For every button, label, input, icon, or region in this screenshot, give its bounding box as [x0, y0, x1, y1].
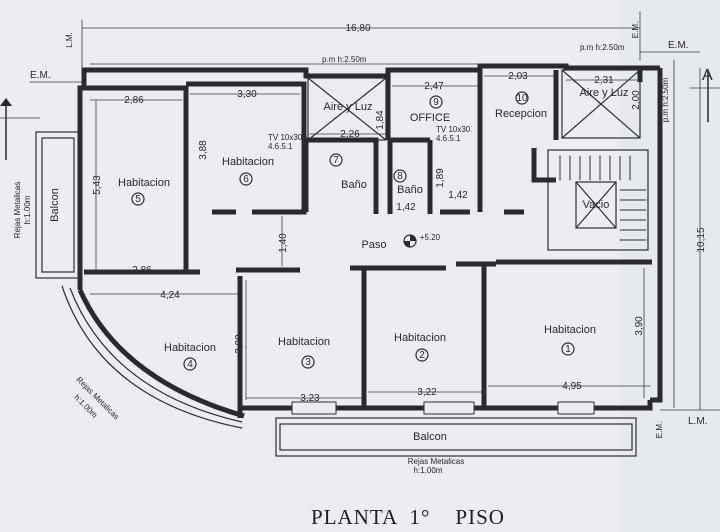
dim-2-00: 2,00	[631, 90, 642, 110]
dim-2-26: 2,26	[340, 129, 360, 140]
paso-label: Paso	[361, 239, 386, 251]
section-mark-right-label: A	[702, 67, 713, 84]
room-7-number: 7	[333, 155, 339, 166]
room-5-number: 5	[135, 194, 141, 205]
em-label-left: E.M.	[30, 70, 51, 81]
room-2: Habitacion 2	[394, 332, 446, 362]
plan-title: PLANTA 1° PISO	[311, 505, 505, 529]
room-8-number: 8	[397, 171, 403, 182]
room-9: 9 OFFICE	[410, 95, 450, 124]
lm-label-right: L.M.	[688, 416, 707, 427]
dim-3-88: 3,88	[198, 140, 209, 160]
room-10-number: 10	[516, 93, 528, 104]
rejas-bottom-height: h:1.00m	[414, 466, 443, 475]
tv-label-2: TV 10x30	[436, 125, 471, 134]
aire-luz-label-2: Aire y Luz	[580, 87, 629, 99]
vacio-void	[575, 181, 617, 229]
room-3: Habitacion 3	[278, 336, 330, 369]
room-4-number: 4	[187, 359, 193, 370]
em-label-right: E.M.	[668, 40, 689, 51]
dim-1-42-a: 1,42	[396, 202, 416, 213]
dim-1-84: 1,84	[375, 110, 386, 130]
paper-shadow	[620, 0, 720, 532]
balcony-left: Balcon	[35, 131, 81, 279]
room-10: 10 Recepcion	[495, 91, 547, 120]
side-dimension-label: 10,15	[696, 227, 707, 252]
dim-5-43: 5,43	[92, 175, 103, 195]
dim-3-22: 3,22	[417, 387, 437, 398]
paso-level-label: +5.20	[420, 233, 441, 242]
room-10-label: Recepcion	[495, 108, 547, 120]
room-1: Habitacion 1	[544, 324, 596, 356]
dim-2-47: 2,47	[424, 81, 444, 92]
dim-3-23: 3,23	[300, 393, 320, 404]
dim-2-31: 2,31	[594, 75, 614, 86]
bottom-windows	[291, 401, 595, 415]
dimension-labels: 2,86 3,30 2,26 1,84 2,47 2,03 2,31 2,00 …	[88, 71, 650, 404]
tv-code-1: 4.6.5.1	[268, 142, 293, 151]
room-1-number: 1	[565, 344, 571, 355]
room-2-label: Habitacion	[394, 332, 446, 344]
room-6: Habitacion 6	[222, 156, 274, 186]
room-6-number: 6	[243, 174, 249, 185]
balcony-left-label: Balcon	[49, 188, 61, 222]
room-9-number: 9	[433, 97, 439, 108]
room-7: 7 Baño	[329, 153, 367, 191]
room-3-number: 3	[305, 357, 311, 368]
room-6-label: Habitacion	[222, 156, 274, 168]
balcony-bottom-label: Balcon	[413, 431, 447, 443]
dim-3-90-right: 3,90	[634, 316, 645, 336]
aire-luz-label-1: Aire y Luz	[324, 101, 373, 113]
inner-walls	[84, 69, 652, 408]
room-4: Habitacion 4	[164, 342, 216, 371]
room-1-label: Habitacion	[544, 324, 596, 336]
dim-2-86-top: 2,86	[124, 95, 144, 106]
room-9-label: OFFICE	[410, 112, 450, 124]
room-2-number: 2	[419, 350, 425, 361]
dim-1-42-b: 1,42	[448, 190, 468, 201]
section-mark-right: A	[690, 67, 720, 122]
room-8-label: Baño	[397, 184, 423, 196]
dim-1-89: 1,89	[435, 168, 446, 188]
room-5-label: Habitacion	[118, 177, 170, 189]
room-7-label: Baño	[341, 179, 367, 191]
tv-label-1: TV 10x30	[268, 133, 303, 142]
dim-1-40: 1,40	[278, 233, 289, 253]
section-mark-left	[0, 98, 40, 160]
dim-2-03: 2,03	[508, 71, 528, 82]
vacio-label: Vacio	[583, 199, 610, 211]
em-label-bottom-right: E.M.	[655, 422, 664, 438]
room-3-label: Habitacion	[278, 336, 330, 348]
top-dimension-label: 16,80	[345, 23, 370, 34]
rejas-left-height: h:1.00m	[23, 195, 32, 224]
dim-4-24: 4,24	[160, 290, 180, 301]
room-5: Habitacion 5	[118, 177, 170, 206]
dim-3-30: 3,30	[237, 89, 257, 100]
dim-3-90-left: 3,90	[234, 334, 245, 354]
tv-code-2: 4.6.5.1	[436, 134, 461, 143]
pm-label-right: p.m h:2.50m	[661, 77, 670, 122]
rejas-bottom-label: Rejas Metalicas	[408, 457, 464, 466]
pm-label-top: p.m h:2.50m	[322, 55, 367, 64]
balcony-bottom: Balcon	[275, 417, 637, 457]
room-8: 8 Baño	[393, 169, 423, 196]
dim-4-95: 4,95	[562, 381, 582, 392]
room-4-label: Habitacion	[164, 342, 216, 354]
lm-label-top-left: L.M.	[65, 32, 74, 48]
dim-2-86-bottom: 2,86	[132, 265, 152, 276]
em-label-top-right: E.M.	[631, 22, 640, 38]
level-marker-icon	[403, 234, 417, 248]
rejas-left-label: Rejas Metalicas	[13, 182, 22, 238]
pm-label-top-right: p.m h:2.50m	[580, 43, 625, 52]
